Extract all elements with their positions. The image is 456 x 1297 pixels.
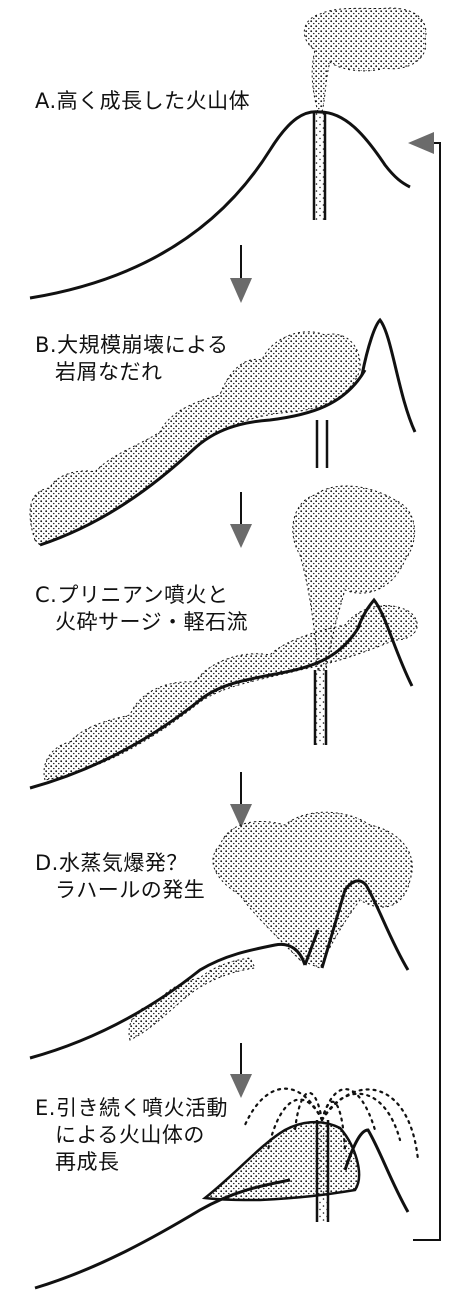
cycle-return-arrow bbox=[408, 132, 440, 1240]
arrow-a-to-b bbox=[230, 245, 252, 303]
stage-e-label-line-1: E.引き続く噴火活動 bbox=[35, 1095, 228, 1122]
stage-c-label: C.プリニアン噴火と 火砕サージ・軽石流 bbox=[35, 582, 248, 636]
stage-a-label-line-1: A.高く成長した火山体 bbox=[35, 88, 250, 115]
stage-e-new-cone bbox=[205, 1122, 359, 1200]
arrow-c-to-d bbox=[230, 772, 252, 828]
arrow-d-to-e bbox=[230, 1043, 252, 1098]
stage-b-label: B.大規模崩壊による 岩屑なだれ bbox=[35, 332, 228, 386]
stage-b-label-line-1: B.大規模崩壊による bbox=[35, 332, 228, 359]
stage-b-conduit bbox=[317, 420, 327, 468]
stage-e-label-line-2: による火山体の bbox=[35, 1122, 228, 1149]
stage-a-conduit bbox=[314, 112, 325, 220]
stage-c-volcano bbox=[30, 486, 417, 788]
stage-a-eruption-plume bbox=[304, 8, 426, 112]
stage-b-label-line-2: 岩屑なだれ bbox=[35, 359, 228, 386]
stage-e-label-line-3: 再成長 bbox=[35, 1149, 228, 1176]
stage-b-remaining-flank bbox=[362, 320, 415, 432]
stage-e-conduit bbox=[317, 1120, 328, 1222]
stage-e-label: E.引き続く噴火活動 による火山体の 再成長 bbox=[35, 1095, 228, 1176]
stage-a-slope bbox=[30, 112, 410, 298]
stage-a-label: A.高く成長した火山体 bbox=[35, 88, 250, 115]
arrow-b-to-c bbox=[230, 492, 252, 548]
stage-d-label-line-2: ラハールの発生 bbox=[35, 877, 205, 904]
stage-d-explosion-cloud bbox=[213, 812, 412, 968]
stage-d-lahar bbox=[129, 958, 255, 1040]
stage-c-conduit bbox=[315, 670, 326, 745]
stage-c-label-line-1: C.プリニアン噴火と bbox=[35, 582, 248, 609]
stage-d-label-line-1: D.水蒸気爆発？ bbox=[35, 850, 205, 877]
stage-a-volcano bbox=[30, 8, 426, 298]
stage-c-label-line-2: 火砕サージ・軽石流 bbox=[35, 609, 248, 636]
stage-d-label: D.水蒸気爆発？ ラハールの発生 bbox=[35, 850, 205, 904]
